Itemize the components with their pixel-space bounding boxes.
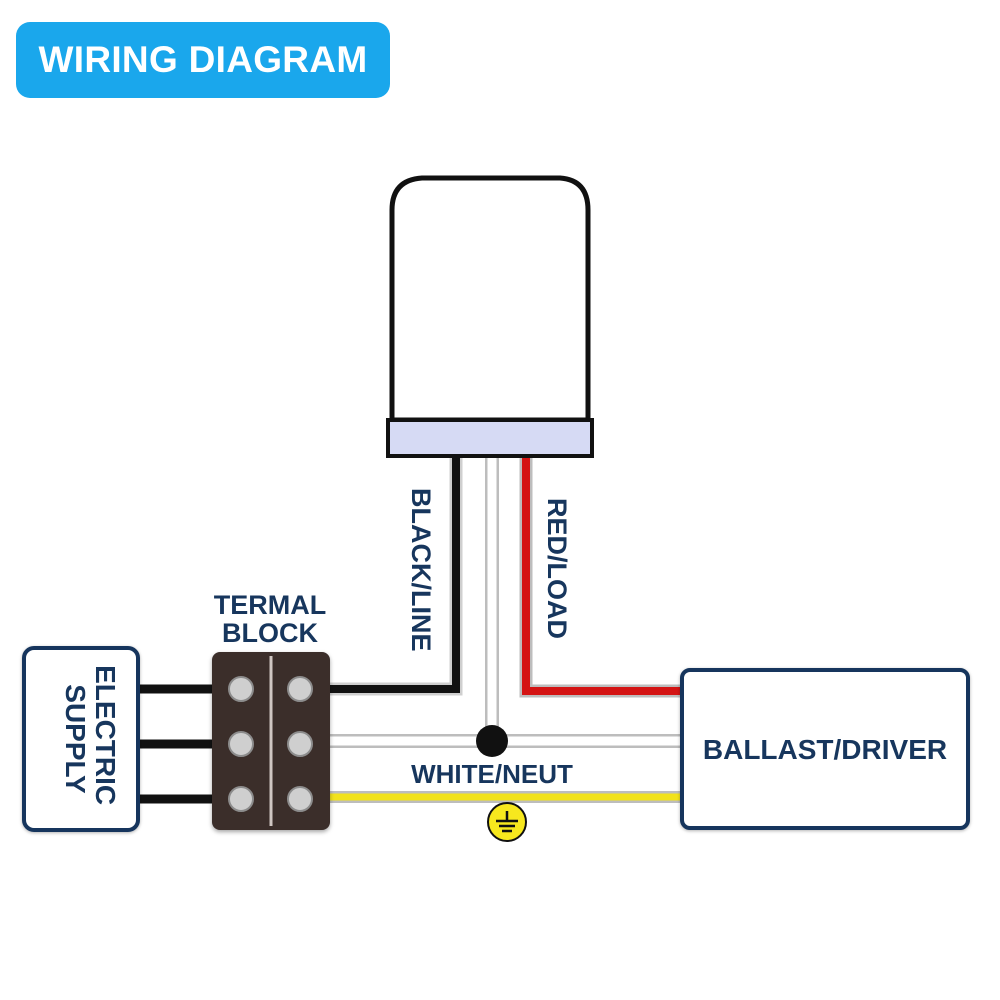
terminal-screw bbox=[287, 786, 313, 812]
terminal-block-label-line2: BLOCK bbox=[222, 618, 318, 648]
red-load-label: RED/LOAD bbox=[542, 498, 572, 639]
supply-wires bbox=[138, 684, 212, 804]
terminal-screws bbox=[228, 676, 313, 812]
white-neutral-wire bbox=[330, 455, 682, 748]
terminal-screw bbox=[228, 786, 254, 812]
black-line-label: BLACK/LINE bbox=[406, 488, 436, 652]
wire-junction-dot bbox=[476, 725, 508, 757]
ballast-driver-box: BALLAST/DRIVER bbox=[680, 668, 970, 830]
terminal-screw bbox=[228, 676, 254, 702]
white-neut-label: WHITE/NEUT bbox=[411, 759, 573, 789]
terminal-block-label-line1: TERMAL bbox=[214, 590, 326, 620]
terminal-screw bbox=[287, 676, 313, 702]
diagram-title: WIRING DIAGRAM bbox=[16, 22, 390, 98]
terminal-block bbox=[212, 652, 330, 830]
terminal-screw bbox=[287, 731, 313, 757]
red-load-wire bbox=[519, 455, 682, 698]
electric-supply-box: ELECTRIC SUPPLY bbox=[22, 646, 140, 832]
ground-symbol-icon bbox=[487, 802, 527, 842]
black-line-wire bbox=[330, 455, 463, 696]
terminal-screw bbox=[228, 731, 254, 757]
ballast-driver-label: BALLAST/DRIVER bbox=[703, 734, 947, 765]
electric-supply-label: ELECTRIC SUPPLY bbox=[60, 665, 121, 813]
sensor-base bbox=[386, 418, 594, 458]
photocell-sensor bbox=[386, 175, 594, 458]
